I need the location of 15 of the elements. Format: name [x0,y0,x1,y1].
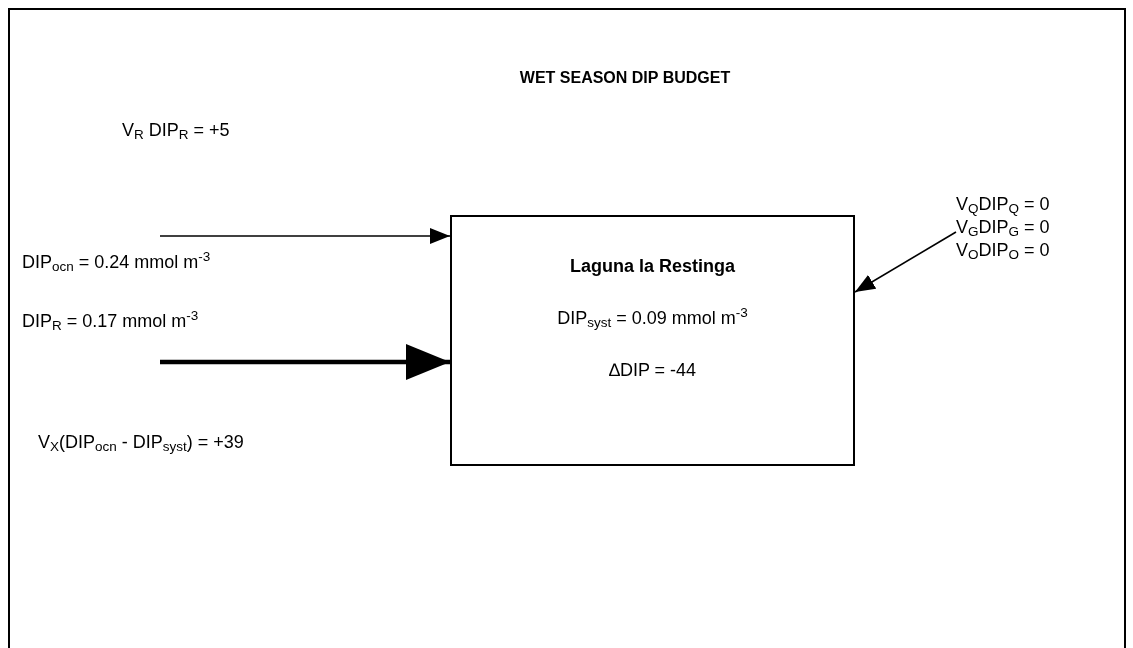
flux-label: V$_{X}$(DIP$_{ocn}$ - DIP$_{syst}$) = +39 [38,431,244,454]
arrow [160,344,450,380]
flux-label: DIP$_{R}$ = 0.17 mmol m$^{-3}$ [22,309,199,333]
arrow [854,231,957,293]
flux-label: DIP$_{ocn}$ = 0.24 mmol m$^{-3}$ [22,250,211,274]
lagoon-box [450,215,855,466]
flux-equation: DIP$_{syst}$ = 0.09 mmol m$^{-3}$ [557,307,748,329]
flux-equation: V$_{Q}$DIP$_{Q}$ = 0 [956,193,1050,216]
diagram-title: WET SEASON DIP BUDGET [518,68,732,88]
box-heading: Laguna la Restinga [569,255,735,277]
flux-equation: V$_{G}$DIP$_{G}$ = 0 [956,216,1050,239]
flux-equation: ∆DIP = -44 [608,359,697,381]
flux-equation: V$_{O}$DIP$_{O}$ = 0 [956,239,1050,262]
arrow [159,228,451,244]
flux-label: V$_{R}$ DIP$_{R}$ = +5 [122,119,230,142]
